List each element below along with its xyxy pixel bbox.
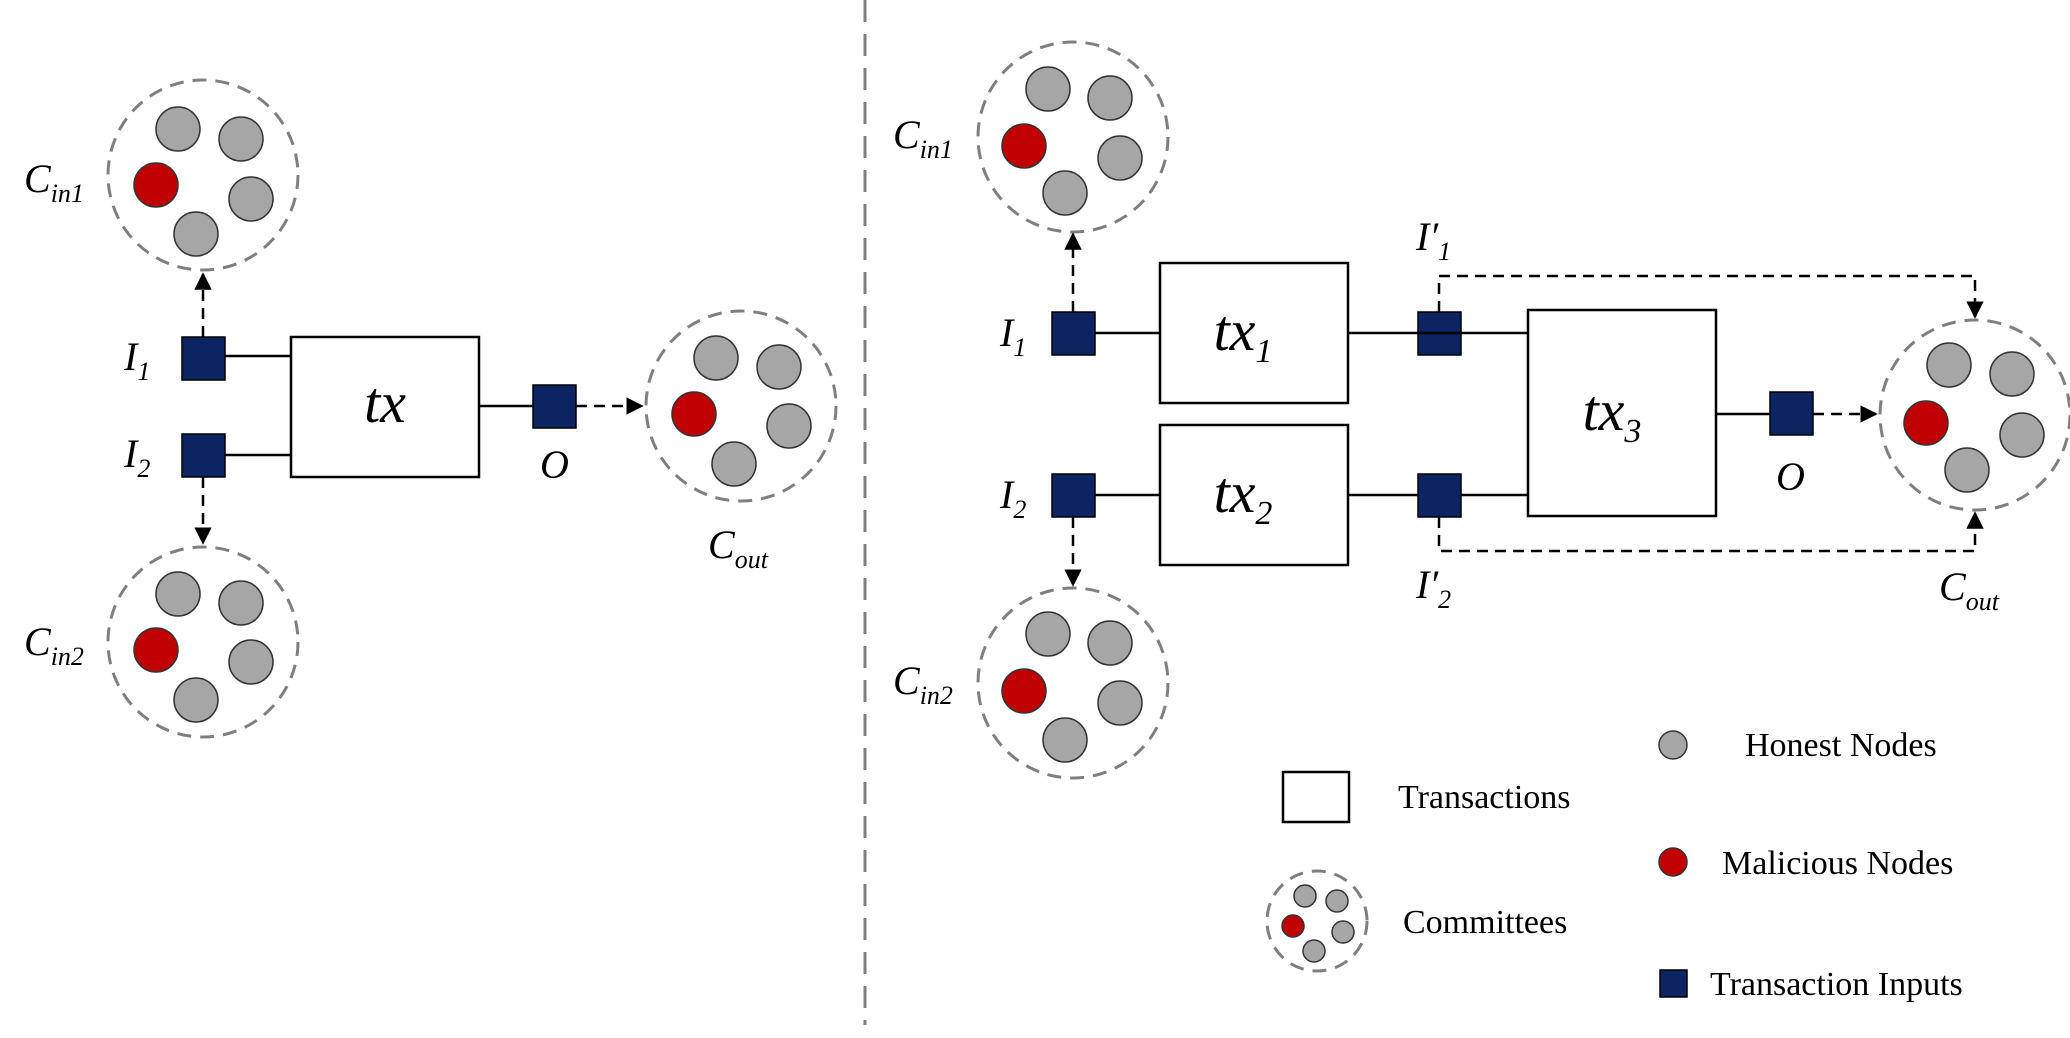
honest-node bbox=[1302, 939, 1326, 963]
label-right-cout: Cout bbox=[1939, 564, 2000, 616]
arrow-i1p-cout bbox=[1437, 274, 1984, 319]
legend-malicious-label: Malicious Nodes bbox=[1722, 845, 1953, 882]
arrow-i2p-cout bbox=[1437, 511, 1984, 553]
honest-node bbox=[173, 211, 219, 257]
committee-left-cin1 bbox=[106, 78, 300, 272]
legend-input-symbol bbox=[1659, 969, 1688, 998]
input-right-i2-prime bbox=[1417, 473, 1462, 518]
honest-node bbox=[1989, 351, 2035, 397]
committee-ring bbox=[1265, 869, 1369, 973]
legend-transaction-symbol bbox=[1281, 770, 1351, 824]
transaction-box-tx bbox=[289, 335, 481, 479]
honest-node bbox=[766, 403, 812, 449]
input-left-i2 bbox=[181, 433, 226, 478]
honest-node bbox=[218, 116, 264, 162]
legend-malicious-symbol bbox=[1658, 847, 1688, 877]
label-left-cin2: Cin2 bbox=[24, 619, 84, 671]
label-right-o: O bbox=[1776, 454, 1805, 499]
right-panel: Cin1 Cin2 Cout tx1 tx2 tx3 bbox=[893, 40, 2070, 780]
label-left-cin1: Cin1 bbox=[24, 156, 84, 208]
label-right-i2: I2 bbox=[999, 472, 1026, 524]
honest-node bbox=[1087, 75, 1133, 121]
label-right-cin2: Cin2 bbox=[893, 658, 953, 710]
honest-node bbox=[711, 441, 757, 487]
label-right-i2-prime: I′2 bbox=[1415, 562, 1451, 614]
committee-ring bbox=[976, 40, 1170, 234]
honest-node bbox=[1097, 135, 1143, 181]
committee-left-cout bbox=[644, 309, 838, 503]
committee-left-cin2 bbox=[106, 545, 300, 739]
honest-node bbox=[1025, 66, 1071, 112]
honest-node bbox=[1325, 889, 1349, 913]
legend-inputs-label: Transaction Inputs bbox=[1710, 966, 1963, 1003]
honest-node bbox=[1087, 620, 1133, 666]
committee-right-cout bbox=[1878, 318, 2070, 512]
label-right-i1-prime: I′1 bbox=[1415, 214, 1451, 266]
label-tx1: tx1 bbox=[1214, 298, 1273, 370]
honest-node bbox=[1999, 412, 2045, 458]
honest-node bbox=[1042, 717, 1088, 763]
committee-ring bbox=[644, 309, 838, 503]
label-right-cin1: Cin1 bbox=[893, 112, 953, 164]
committee-ring bbox=[1878, 318, 2070, 512]
honest-node bbox=[1926, 342, 1972, 388]
honest-node bbox=[1331, 920, 1355, 944]
label-tx: tx bbox=[364, 370, 406, 435]
label-tx2: tx2 bbox=[1214, 460, 1273, 532]
malicious-node bbox=[133, 162, 179, 208]
label-left-o: O bbox=[540, 442, 569, 487]
label-right-i1: I1 bbox=[999, 310, 1026, 362]
output-left-o bbox=[532, 384, 577, 429]
honest-node bbox=[228, 639, 274, 685]
input-right-i2 bbox=[1051, 473, 1096, 518]
malicious-node bbox=[1001, 123, 1047, 169]
committee-right-cin2 bbox=[976, 586, 1170, 780]
transaction-box-tx3 bbox=[1526, 308, 1718, 518]
honest-node bbox=[1025, 611, 1071, 657]
malicious-node bbox=[1903, 400, 1949, 446]
legend-honest-symbol bbox=[1658, 730, 1688, 760]
committee-ring bbox=[106, 545, 300, 739]
transaction-box-tx1 bbox=[1158, 261, 1350, 405]
honest-node bbox=[228, 176, 274, 222]
legend-committee-symbol bbox=[1265, 869, 1369, 973]
malicious-node bbox=[133, 627, 179, 673]
honest-node bbox=[155, 106, 201, 152]
label-left-i2: I2 bbox=[123, 431, 150, 483]
legend-honest-label: Honest Nodes bbox=[1745, 727, 1937, 764]
legend-transactions-label: Transactions bbox=[1398, 779, 1571, 816]
legend: Transactions Committees Honest Nodes Mal… bbox=[1265, 727, 1963, 1003]
malicious-node bbox=[1281, 914, 1305, 938]
honest-node bbox=[218, 580, 264, 626]
honest-node bbox=[693, 335, 739, 381]
input-left-i1 bbox=[181, 336, 226, 381]
honest-node bbox=[1944, 447, 1990, 493]
label-left-i1: I1 bbox=[123, 334, 150, 386]
honest-node bbox=[756, 344, 802, 390]
honest-node bbox=[1097, 680, 1143, 726]
committee-ring bbox=[106, 78, 300, 272]
legend-committees-label: Committees bbox=[1403, 904, 1567, 941]
left-panel: Cin1 Cin2 Cout tx bbox=[24, 78, 838, 739]
label-left-cout: Cout bbox=[708, 522, 769, 574]
transaction-box-tx2 bbox=[1158, 423, 1350, 567]
malicious-node bbox=[1001, 668, 1047, 714]
malicious-node bbox=[671, 391, 717, 437]
committee-ring bbox=[976, 586, 1170, 780]
honest-node bbox=[173, 677, 219, 723]
label-tx3: tx3 bbox=[1583, 378, 1642, 450]
output-right-o bbox=[1769, 391, 1814, 436]
honest-node bbox=[155, 571, 201, 617]
input-right-i1 bbox=[1051, 311, 1096, 356]
honest-node bbox=[1042, 170, 1088, 216]
committee-right-cin1 bbox=[976, 40, 1170, 234]
honest-node bbox=[1293, 884, 1317, 908]
